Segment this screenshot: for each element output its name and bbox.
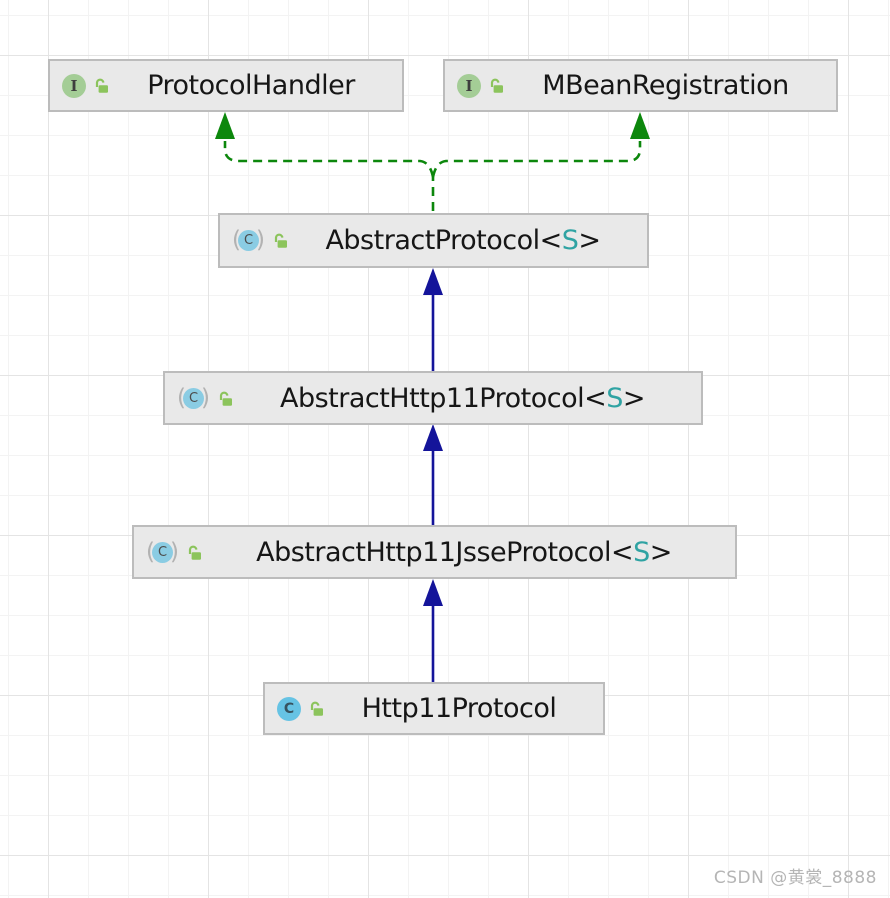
class-node-abstracthttp11jsseprotocol[interactable]: ( C ) AbstractHttp11JsseProtocol<S>	[132, 525, 737, 579]
interface-icon: I	[62, 73, 86, 98]
edge-extends-abstracthttp11jsseprotocol	[423, 579, 443, 682]
abstract-class-icon: ( C )	[146, 538, 179, 565]
public-lock-icon	[310, 701, 323, 716]
class-node-mbeanregistration[interactable]: I MBeanRegistration	[443, 59, 838, 112]
edge-implements-protocolhandler	[223, 141, 435, 211]
edge-implements-mbeanregistration	[431, 141, 642, 178]
public-lock-icon	[188, 545, 201, 560]
public-lock-icon	[219, 391, 232, 406]
abstract-class-icon: ( C )	[232, 227, 265, 253]
public-lock-icon	[490, 78, 503, 93]
abstract-class-icon: ( C )	[177, 384, 210, 411]
watermark: CSDN @黄裳_8888	[713, 868, 877, 888]
class-name-label: MBeanRegistration	[542, 70, 789, 101]
class-name-label: AbstractHttp11JsseProtocol<S>	[256, 536, 672, 568]
interface-icon: I	[457, 73, 481, 98]
class-node-http11protocol[interactable]: C Http11Protocol	[263, 682, 605, 735]
class-icon: C	[277, 696, 301, 721]
generic-type-param: S	[561, 225, 579, 256]
class-node-abstracthttp11protocol[interactable]: ( C ) AbstractHttp11Protocol<S>	[163, 371, 703, 425]
class-name-label: AbstractProtocol<S>	[325, 225, 601, 256]
class-node-abstractprotocol[interactable]: ( C ) AbstractProtocol<S>	[218, 213, 649, 268]
arrowhead-implements-right	[630, 112, 650, 139]
arrowhead-implements-left	[215, 112, 235, 139]
edge-extends-abstracthttp11protocol	[423, 424, 443, 525]
public-lock-icon	[274, 233, 287, 248]
generic-type-param: S	[633, 536, 650, 568]
class-name-label: AbstractHttp11Protocol<S>	[279, 382, 646, 414]
edge-extends-abstractprotocol	[423, 268, 443, 371]
public-lock-icon	[95, 78, 108, 93]
class-name-label: ProtocolHandler	[147, 70, 355, 101]
generic-type-param: S	[606, 382, 623, 414]
class-name-label: Http11Protocol	[361, 693, 557, 724]
class-node-protocolhandler[interactable]: I ProtocolHandler	[48, 59, 404, 112]
